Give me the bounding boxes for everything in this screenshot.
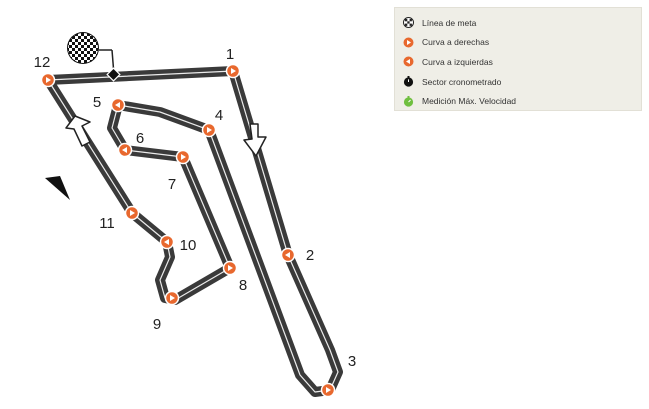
legend-label: Curva a izquierdas <box>422 56 493 67</box>
left-turn-icon <box>403 56 414 67</box>
legend-item-right-turn: Curva a derechas <box>403 33 641 53</box>
right-turn-icon <box>40 72 56 88</box>
legend-item-finish-line: Línea de meta <box>403 13 641 33</box>
turn-number-label: 5 <box>93 94 101 111</box>
direction-arrow-icon <box>243 123 267 157</box>
checkered-flag-icon <box>403 17 414 29</box>
north-arrow-icon <box>45 176 70 200</box>
right-turn-icon <box>222 260 238 276</box>
finish-line-marker <box>106 67 121 82</box>
turn-number-label: 12 <box>34 54 51 71</box>
turn-number-label: 3 <box>348 353 356 370</box>
left-turn-icon <box>110 97 126 113</box>
track-center-line <box>47 70 339 393</box>
left-turn-icon <box>117 142 133 158</box>
legend-label: Medición Máx. Velocidad <box>422 96 517 107</box>
turn-number-label: 10 <box>180 237 197 254</box>
turn-number-label: 4 <box>215 107 223 124</box>
right-turn-icon <box>201 122 217 138</box>
left-turn-icon <box>280 247 296 263</box>
turn-number-label: 2 <box>306 247 314 264</box>
right-turn-icon <box>320 382 336 398</box>
legend-label: Curva a derechas <box>422 37 490 48</box>
stopwatch-icon <box>403 76 414 87</box>
legend-label: Sector cronometrado <box>422 76 502 87</box>
right-turn-icon <box>175 149 191 165</box>
right-turn-icon <box>225 63 241 79</box>
legend-item-speed-trap: Medición Máx. Velocidad <box>403 91 641 111</box>
turn-number-label: 11 <box>99 215 115 232</box>
legend: Línea de meta Curva a derechas Curva a i… <box>394 7 642 111</box>
checkered-flag-icon <box>67 32 99 64</box>
legend-label: Línea de meta <box>422 17 477 28</box>
legend-item-left-turn: Curva a izquierdas <box>403 52 641 72</box>
turn-number-label: 1 <box>226 46 234 63</box>
turn-number-label: 9 <box>153 316 161 333</box>
turn-number-label: 7 <box>168 176 176 193</box>
right-turn-icon <box>164 290 180 306</box>
right-turn-icon <box>403 37 414 48</box>
legend-item-timed-sector: Sector cronometrado <box>403 72 641 92</box>
turn-number-label: 6 <box>136 130 144 147</box>
right-turn-icon <box>124 205 140 221</box>
direction-arrow-icon <box>65 115 91 147</box>
turn-number-label: 8 <box>239 277 247 294</box>
speed-trap-icon <box>403 95 414 107</box>
left-turn-icon <box>159 234 175 250</box>
